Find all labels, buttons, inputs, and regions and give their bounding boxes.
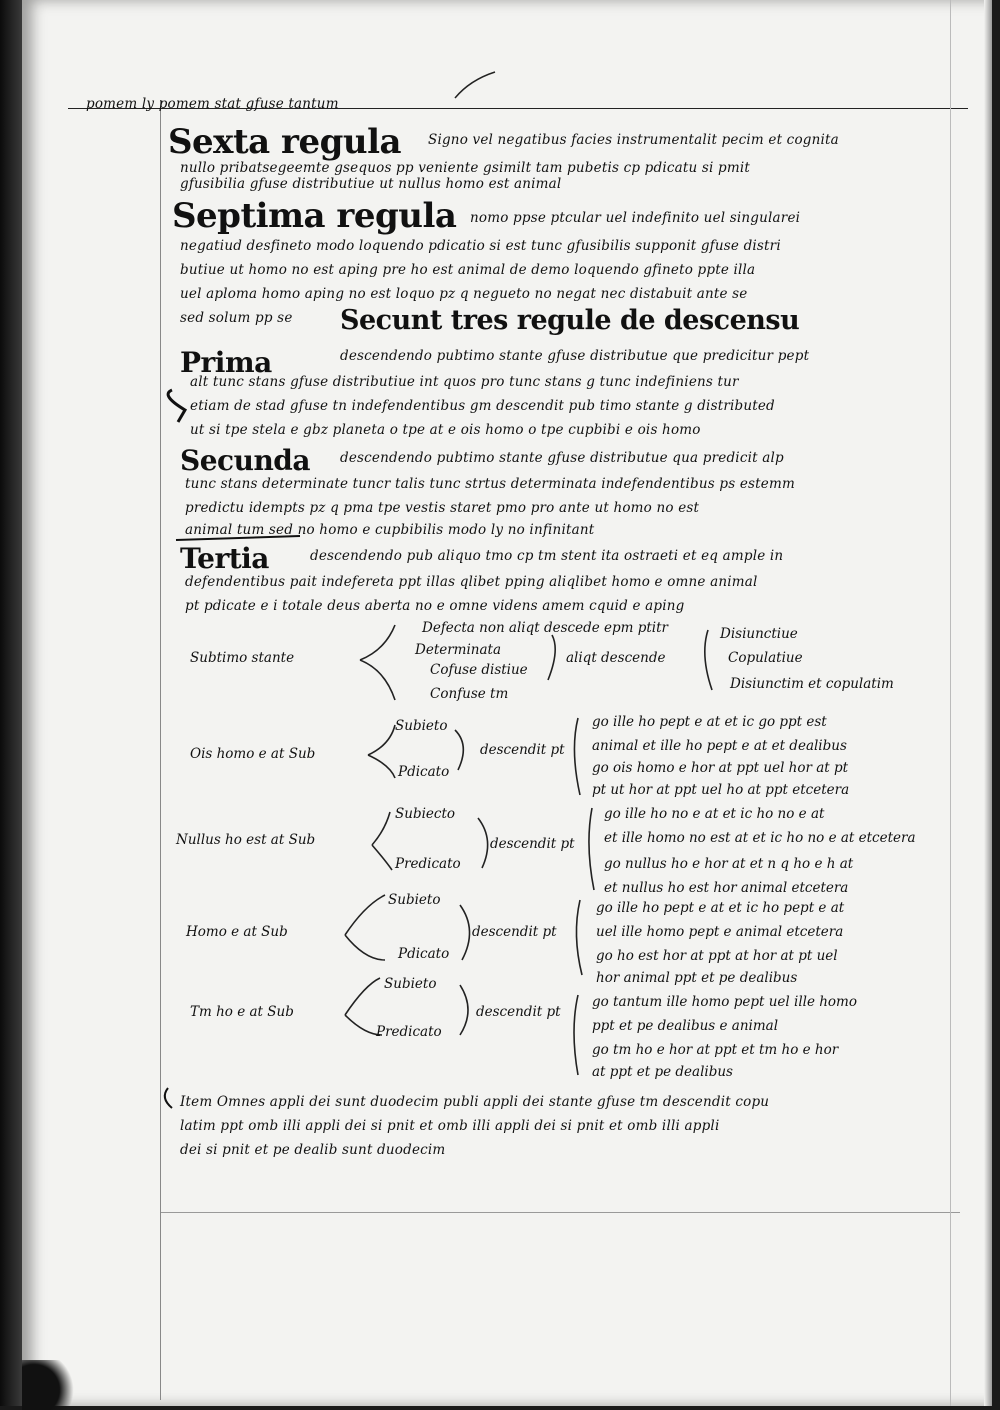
diagram1-leaf: Disiunctiue bbox=[720, 626, 798, 642]
page-edge bbox=[984, 0, 992, 1406]
diagram4-line: uel ille homo pept e animal etcetera bbox=[596, 924, 844, 940]
manuscript-page bbox=[22, 0, 992, 1406]
diagram5-line: ppt et pe dealibus e animal bbox=[592, 1018, 779, 1034]
text-line: etiam de stad gfuse tn indefendentibus g… bbox=[190, 398, 775, 414]
diagram4-line: go ille ho pept e at et ic ho pept e at bbox=[596, 900, 845, 916]
diagram3-line: go nullus ho e hor at et n q ho e h at bbox=[604, 856, 854, 872]
text-line: descendendo pubtimo stante gfuse distrib… bbox=[340, 450, 784, 466]
diagram5-line: go tm ho e hor at ppt et tm ho e hor bbox=[592, 1042, 839, 1058]
text-line: nullo pribatsegeemte gsequos pp veniente… bbox=[180, 160, 751, 176]
text-line: Item Omnes appli dei sunt duodecim publi… bbox=[180, 1094, 770, 1110]
text-line: pt pdicate e i totale deus aberta no e o… bbox=[185, 598, 685, 614]
diagram2-line: animal et ille ho pept e at et dealibus bbox=[592, 738, 847, 754]
diagram5-mid: descendit pt bbox=[476, 1004, 561, 1020]
diagram1-branch: Confuse tm bbox=[430, 686, 509, 702]
diagram1-branch: Determinata bbox=[415, 642, 502, 658]
diagram4-branch: Subieto bbox=[388, 892, 441, 908]
diagram1-mid: aliqt descende bbox=[566, 650, 666, 666]
diagram4-line: hor animal ppt et pe dealibus bbox=[596, 970, 798, 986]
heading-secunda: Secunda bbox=[180, 444, 311, 477]
diagram4-line: go ho est hor at ppt at hor at pt uel bbox=[596, 948, 838, 964]
diagram2-line: pt ut hor at ppt uel ho at ppt etcetera bbox=[592, 782, 850, 798]
diagram1-branch: Cofuse distiue bbox=[430, 662, 528, 678]
text-line: descendendo pub aliquo tmo cp tm stent i… bbox=[310, 548, 784, 564]
text-line: dei si pnit et pe dealib sunt duodecim bbox=[180, 1142, 446, 1158]
right-margin-line bbox=[950, 0, 951, 1406]
diagram3-root: Nullus ho est at Sub bbox=[176, 832, 316, 848]
bottom-ruling-line bbox=[160, 1212, 960, 1213]
text-line: animal tum sed no homo e cupbibilis modo… bbox=[185, 522, 595, 538]
heading-sexta-regula: Sexta regula bbox=[168, 122, 402, 162]
diagram5-branch: Subieto bbox=[384, 976, 437, 992]
top-ruling-line bbox=[68, 108, 968, 109]
diagram2-root: Ois homo e at Sub bbox=[190, 746, 316, 762]
text-line: tunc stans determinate tuncr talis tunc … bbox=[185, 476, 795, 492]
diagram3-line: go ille ho no e at et ic ho no e at bbox=[604, 806, 825, 822]
diagram5-root: Tm ho e at Sub bbox=[190, 1004, 294, 1020]
text-line: pomem ly pomem stat gfuse tantum bbox=[86, 96, 339, 112]
diagram4-mid: descendit pt bbox=[472, 924, 557, 940]
text-line: uel aploma homo aping no est loquo pz q … bbox=[180, 286, 748, 302]
left-margin-line bbox=[160, 100, 161, 1400]
diagram3-line: et nullus ho est hor animal etcetera bbox=[604, 880, 849, 896]
heading-tres-regule: Secunt tres regule de descensu bbox=[340, 305, 800, 336]
diagram3-line: et ille homo no est at et ic ho no e at … bbox=[604, 830, 916, 846]
text-line: negatiud desfineto modo loquendo pdicati… bbox=[180, 238, 781, 254]
book-gutter bbox=[0, 0, 22, 1406]
diagram4-root: Homo e at Sub bbox=[186, 924, 288, 940]
diagram2-branch: Subieto bbox=[395, 718, 448, 734]
heading-prima: Prima bbox=[180, 346, 272, 379]
ink-stain bbox=[22, 1360, 82, 1410]
diagram4-branch: Pdicato bbox=[398, 946, 450, 962]
text-line: Signo vel negatibus facies instrumentali… bbox=[428, 132, 839, 148]
diagram3-mid: descendit pt bbox=[490, 836, 575, 852]
diagram2-mid: descendit pt bbox=[480, 742, 565, 758]
text-line: latim ppt omb illi appli dei si pnit et … bbox=[180, 1118, 720, 1134]
text-line: ut si tpe stela e gbz planeta o tpe at e… bbox=[190, 422, 701, 438]
diagram1-leaf: Disiunctim et copulatim bbox=[730, 676, 894, 692]
diagram5-line: at ppt et pe dealibus bbox=[592, 1064, 733, 1080]
heading-tertia: Tertia bbox=[180, 542, 269, 575]
text-line: sed solum pp se bbox=[180, 310, 293, 326]
diagram1-root: Subtimo stante bbox=[190, 650, 295, 666]
diagram3-branch: Subiecto bbox=[395, 806, 456, 822]
text-line: descendendo pubtimo stante gfuse distrib… bbox=[340, 348, 810, 364]
diagram1-leaf: Copulatiue bbox=[728, 650, 803, 666]
diagram2-line: go ois homo e hor at ppt uel hor at pt bbox=[592, 760, 849, 776]
diagram5-branch: Predicato bbox=[376, 1024, 442, 1040]
diagram3-branch: Predicato bbox=[395, 856, 461, 872]
text-line: nomo ppse ptcular uel indefinito uel sin… bbox=[470, 210, 801, 226]
text-line: butiue ut homo no est aping pre ho est a… bbox=[180, 262, 756, 278]
text-line: defendentibus pait indefereta ppt illas … bbox=[185, 574, 758, 590]
text-line: gfusibilia gfuse distributiue ut nullus … bbox=[180, 176, 562, 192]
text-line: alt tunc stans gfuse distributiue int qu… bbox=[190, 374, 739, 390]
text-line: predictu idempts pz q pma tpe vestis sta… bbox=[185, 500, 700, 516]
diagram2-branch: Pdicato bbox=[398, 764, 450, 780]
diagram2-line: go ille ho pept e at et ic go ppt est bbox=[592, 714, 827, 730]
diagram5-line: go tantum ille homo pept uel ille homo bbox=[592, 994, 857, 1010]
diagram1-branch: Defecta non aliqt descede epm ptitr bbox=[422, 620, 668, 636]
heading-septima-regula: Septima regula bbox=[172, 196, 457, 236]
